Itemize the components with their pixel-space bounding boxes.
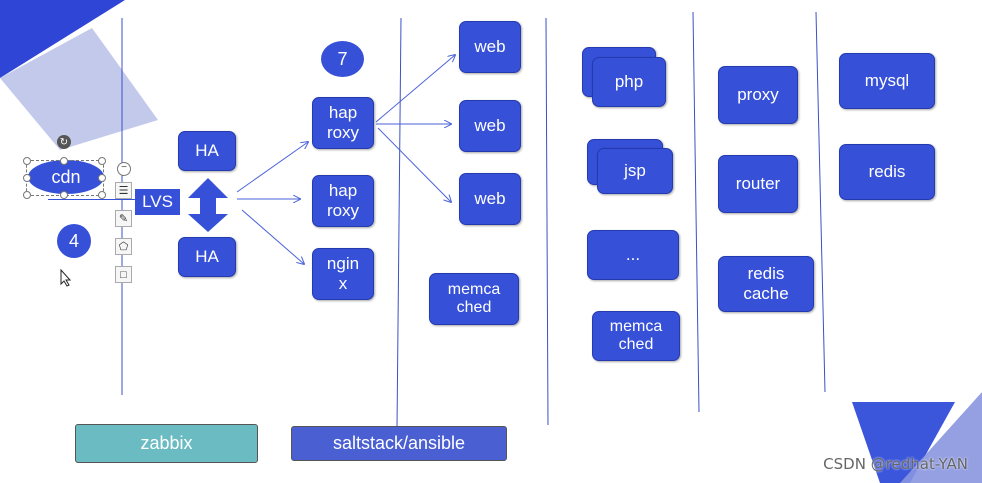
ha-box-top[interactable]: HA [178,131,236,171]
web-box[interactable]: web [459,21,521,73]
cdn-node[interactable]: cdn [28,160,104,194]
corner-triangle-br-dark [852,402,955,483]
square-icon[interactable]: □ [115,266,132,283]
resize-handle[interactable] [23,174,31,182]
circle-number-4: 4 [57,224,91,258]
corner-triangle-br-light [900,392,982,483]
layers-icon[interactable]: ☰ [115,182,132,199]
web-box[interactable]: web [459,173,521,225]
minus-icon[interactable]: − [117,162,131,176]
corner-triangle-dark [0,0,125,78]
resize-handle[interactable] [98,174,106,182]
haproxy-box[interactable]: hap roxy [312,175,374,227]
ellipsis-box[interactable]: ... [587,230,679,280]
nginx-box[interactable]: ngin x [312,248,374,300]
rotate-icon[interactable]: ↻ [57,135,71,149]
proxy-box[interactable]: proxy [718,66,798,124]
watermark: CSDN @redhat-YAN [823,455,968,473]
resize-handle[interactable] [98,191,106,199]
jsp-box[interactable]: jsp [597,148,673,194]
column-separators [121,11,826,429]
php-box[interactable]: php [592,57,666,107]
resize-handle[interactable] [60,157,68,165]
eraser-icon[interactable]: ⬠ [115,238,132,255]
ha-box-bottom[interactable]: HA [178,237,236,277]
lvs-label[interactable]: LVS [135,189,180,215]
lvs-connector [48,199,136,200]
web-box[interactable]: web [459,100,521,152]
lvs-arrows [236,142,308,264]
resize-handle[interactable] [98,157,106,165]
resize-handle[interactable] [23,191,31,199]
circle-number-7: 7 [321,41,364,77]
redis-box[interactable]: redis [839,144,935,200]
resize-handle[interactable] [60,191,68,199]
cursor-icon [60,269,72,287]
haproxy-box[interactable]: hap roxy [312,97,374,149]
router-box[interactable]: router [718,155,798,213]
zabbix-bar[interactable]: zabbix [75,424,258,463]
pen-icon[interactable]: ✎ [115,210,132,227]
memcached-box[interactable]: memca ched [592,311,680,361]
mysql-box[interactable]: mysql [839,53,935,109]
redis-cache-box[interactable]: redis cache [718,256,814,312]
haproxy-arrows [375,55,455,202]
memcached-box[interactable]: memca ched [429,273,519,325]
corner-triangle-light [0,28,158,150]
resize-handle[interactable] [23,157,31,165]
saltstack-bar[interactable]: saltstack/ansible [291,426,507,461]
ha-double-arrow [188,178,228,232]
